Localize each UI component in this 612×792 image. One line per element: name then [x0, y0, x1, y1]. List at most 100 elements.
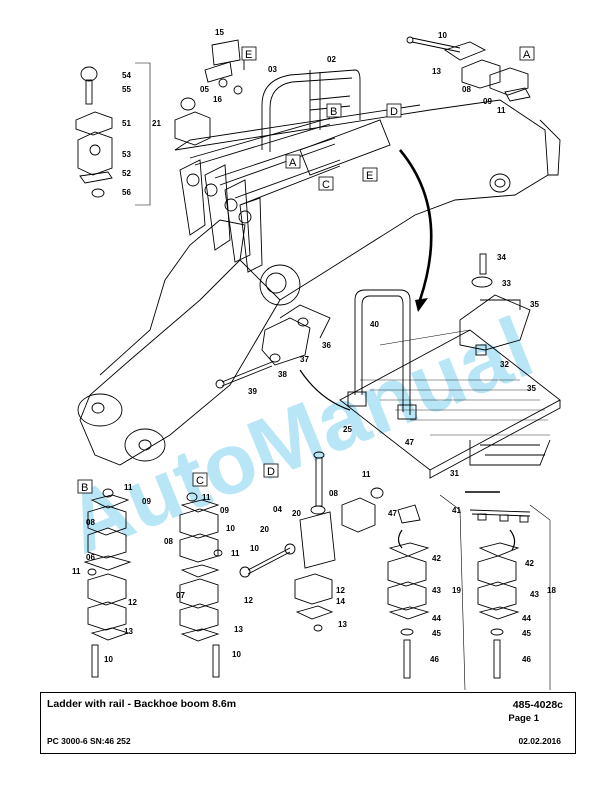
- callout: 53: [122, 150, 131, 159]
- view-label-e-boom: E: [366, 170, 373, 182]
- callout: 33: [502, 279, 511, 288]
- callout: 08: [86, 518, 95, 527]
- page-number: Page 1: [508, 713, 539, 724]
- view-label-boxes: E A B D A C E B C D: [77, 46, 535, 494]
- callout: 12: [336, 586, 345, 595]
- view-label-d-detail: D: [267, 466, 275, 478]
- view-label-a-boom: A: [289, 157, 297, 169]
- platform-assembly: [339, 289, 561, 493]
- view-19-stack: [387, 494, 466, 691]
- callout: 11: [231, 549, 240, 558]
- callout: 08: [329, 489, 338, 498]
- watermark: AutoManual: [53, 299, 545, 572]
- view-b-stack: [83, 488, 132, 678]
- callout: 11: [362, 470, 371, 479]
- callout: 10: [250, 544, 259, 553]
- callout: 11: [72, 567, 81, 576]
- drawing-date: 02.02.2016: [518, 736, 561, 746]
- callout: 09: [220, 506, 229, 515]
- callout: 55: [122, 85, 131, 94]
- callout: 36: [322, 341, 331, 350]
- callout: 39: [248, 387, 257, 396]
- view-label-b-detail: B: [81, 482, 88, 494]
- callout: 07: [176, 591, 185, 600]
- callout: 20: [260, 525, 269, 534]
- callout: 45: [432, 629, 441, 638]
- callout: 11: [202, 493, 211, 502]
- callout: 13: [234, 625, 243, 634]
- callout: 56: [122, 188, 131, 197]
- left-exploded-clamp: [75, 62, 211, 206]
- callout: 13: [124, 627, 133, 636]
- callout: 44: [432, 614, 441, 623]
- callout: 31: [450, 469, 459, 478]
- callout: 12: [128, 598, 137, 607]
- assembly-arrow: [399, 149, 433, 301]
- title-block: Ladder with rail - Backhoe boom 8.6m 485…: [40, 692, 576, 754]
- callout: 08: [462, 85, 471, 94]
- callout: 10: [438, 31, 447, 40]
- callout: 35: [527, 384, 536, 393]
- callout: 06: [86, 553, 95, 562]
- callout: 21: [152, 119, 161, 128]
- callout: 35: [530, 300, 539, 309]
- top-ladder-rail: [261, 69, 361, 152]
- view-label-a-top: A: [523, 49, 531, 61]
- callout: 37: [300, 355, 309, 364]
- callout: 40: [370, 320, 379, 329]
- drawing-code: 485-4028c: [512, 699, 563, 711]
- clamp-bolt-assembly: [215, 304, 351, 411]
- callout: 47: [405, 438, 414, 447]
- callout: 45: [522, 629, 531, 638]
- view-18-stack: [469, 504, 551, 690]
- callout: 47: [388, 509, 397, 518]
- callout: 09: [483, 97, 492, 106]
- part-callouts: 15 02 03 05 16 10 13 08 09 11 54 55 51 2…: [72, 28, 556, 664]
- callout: 20: [292, 509, 301, 518]
- callout: 08: [164, 537, 173, 546]
- callout: 43: [530, 590, 539, 599]
- bracket-15-assembly: [204, 39, 245, 95]
- callout: 54: [122, 71, 131, 80]
- callout: 34: [497, 253, 506, 262]
- callout: 10: [232, 650, 241, 659]
- callout: 11: [124, 483, 133, 492]
- callout: 16: [213, 95, 222, 104]
- callout: 46: [430, 655, 439, 664]
- callout: 05: [200, 85, 209, 94]
- callout: 13: [432, 67, 441, 76]
- callout: 42: [525, 559, 534, 568]
- callout: 52: [122, 169, 131, 178]
- callout: 18: [547, 586, 556, 595]
- callout: 12: [244, 596, 253, 605]
- view-c-stack: [179, 492, 223, 678]
- callout: 03: [268, 65, 277, 74]
- assembly-arrowhead: [415, 298, 428, 312]
- clamp-plate-assembly: [459, 253, 531, 356]
- callout: 09: [142, 497, 151, 506]
- callout: 41: [452, 506, 461, 515]
- callout: 38: [278, 370, 287, 379]
- callout: 13: [338, 620, 347, 629]
- callout: 32: [500, 360, 509, 369]
- machine-model: PC 3000-6 SN:46 252: [47, 736, 131, 746]
- callout: 44: [522, 614, 531, 623]
- callout: 10: [104, 655, 113, 664]
- callout: 10: [226, 524, 235, 533]
- backhoe-boom: [77, 99, 561, 466]
- callout: 11: [497, 106, 506, 115]
- top-right-exploded-clamp: [406, 36, 531, 102]
- callout: 25: [343, 425, 352, 434]
- callout: 14: [336, 597, 345, 606]
- callout: 15: [215, 28, 224, 37]
- callout: 43: [432, 586, 441, 595]
- drawing-title: Ladder with rail - Backhoe boom 8.6m: [47, 698, 237, 710]
- view-label-e-top: E: [245, 49, 252, 61]
- callout: 51: [122, 119, 131, 128]
- callout: 04: [273, 505, 282, 514]
- callout: 42: [432, 554, 441, 563]
- callout: 02: [327, 55, 336, 64]
- view-label-d-ladder: D: [390, 106, 398, 118]
- view-label-c-boom: C: [322, 179, 330, 191]
